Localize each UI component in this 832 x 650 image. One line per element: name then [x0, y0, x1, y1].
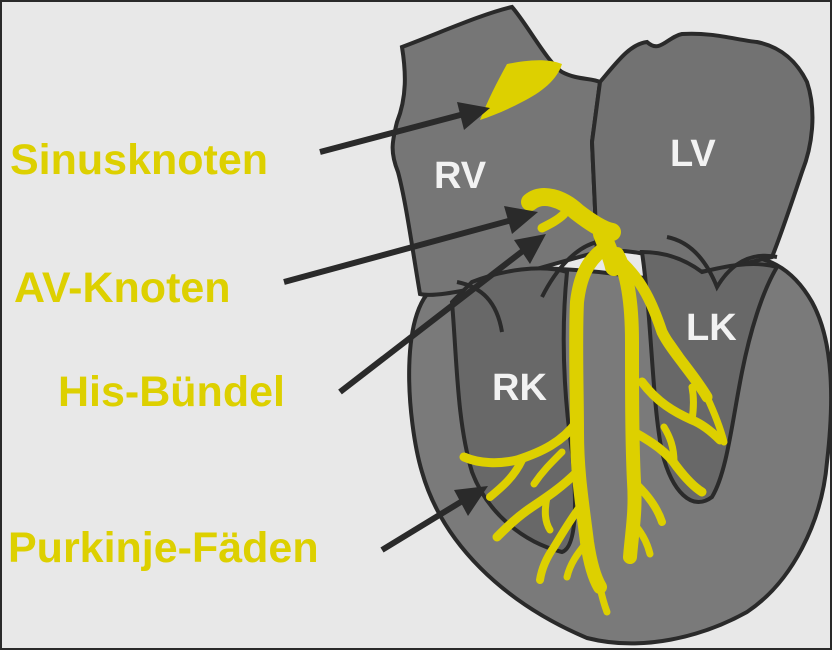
label-av-node: AV-Knoten: [14, 264, 231, 312]
chamber-label-rk: RK: [492, 367, 547, 409]
chamber-label-lk: LK: [686, 307, 737, 349]
chamber-label-lv: LV: [670, 133, 716, 175]
label-sinus-node: Sinusknoten: [10, 136, 268, 184]
label-his-bundle: His-Bündel: [58, 368, 285, 416]
label-purkinje-fibers: Purkinje-Fäden: [8, 524, 319, 572]
right-atrium: [393, 7, 600, 295]
chamber-label-rv: RV: [434, 155, 487, 197]
